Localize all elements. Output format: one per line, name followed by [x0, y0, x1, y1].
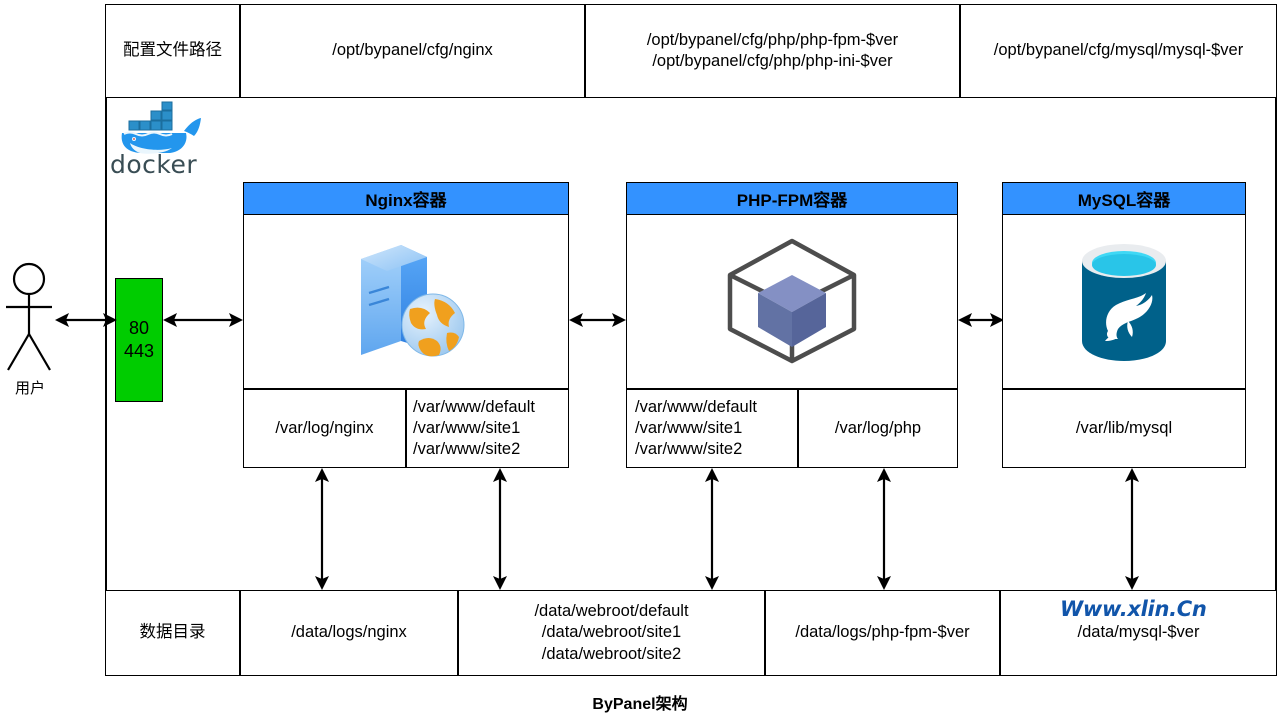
config-row-label: 配置文件路径	[105, 4, 240, 98]
arrow-nginx-php	[569, 313, 626, 327]
docker-whale-icon	[121, 101, 201, 154]
data-cell-php-logs: /data/logs/php-fpm-$ver	[765, 590, 1000, 676]
config-cell-nginx: /opt/bypanel/cfg/nginx	[240, 4, 585, 98]
config-row-label-text: 配置文件路径	[123, 41, 222, 60]
data-row-label-text: 数据目录	[139, 623, 206, 642]
data-cell-mysql: /data/mysql-$ver	[1000, 590, 1277, 676]
container-header-mysql: MySQL容器	[1002, 182, 1246, 215]
container-header-nginx: Nginx容器	[243, 182, 569, 215]
data-cell-nginx-logs: /data/logs/nginx	[240, 590, 458, 676]
port-80: 80	[128, 317, 150, 338]
php-cube-icon	[727, 238, 857, 364]
arrow-user-ports	[55, 313, 117, 327]
arrow-nginx-logs-to-data	[315, 468, 329, 590]
data-row-label: 数据目录	[105, 590, 240, 676]
ports-box: 80 443	[115, 278, 163, 402]
docker-wordmark: docker	[110, 150, 198, 179]
mount-cell-nginx-logs: /var/log/nginx	[243, 389, 406, 468]
port-443: 443	[123, 341, 155, 361]
arrow-php-webroot-to-data	[705, 468, 719, 590]
container-body-nginx	[243, 215, 569, 389]
user-actor	[2, 262, 64, 372]
container-body-php	[626, 215, 958, 389]
mount-cell-php-logs: /var/log/php	[798, 389, 958, 468]
mount-cell-mysql-data: /var/lib/mysql	[1002, 389, 1246, 468]
arrow-php-logs-to-data	[877, 468, 891, 590]
data-cell-webroot: /data/webroot/default /data/webroot/site…	[458, 590, 765, 676]
arrow-php-mysql	[958, 313, 1004, 327]
stick-figure-icon	[6, 262, 52, 371]
site-watermark: Www.xlin.Cn	[1060, 597, 1207, 621]
mount-cell-php-webroot: /var/www/default /var/www/site1 /var/www…	[626, 389, 798, 468]
arrow-mysql-to-data	[1125, 468, 1139, 590]
user-actor-label: 用户	[14, 380, 45, 397]
container-header-php: PHP-FPM容器	[626, 182, 958, 215]
config-cell-mysql: /opt/bypanel/cfg/mysql/mysql-$ver	[960, 4, 1277, 98]
mount-cell-nginx-webroot: /var/www/default /var/www/site1 /var/www…	[406, 389, 569, 468]
arrow-nginx-webroot-to-data	[493, 468, 507, 590]
docker-logo: docker	[110, 101, 204, 181]
nginx-server-globe-icon	[361, 245, 465, 357]
mysql-dolphin-cylinder-icon	[1082, 244, 1166, 361]
container-body-mysql	[1002, 215, 1246, 389]
arrow-ports-nginx	[163, 313, 243, 327]
config-cell-php: /opt/bypanel/cfg/php/php-fpm-$ver /opt/b…	[585, 4, 960, 98]
diagram-caption: ByPanel架构	[592, 696, 688, 713]
